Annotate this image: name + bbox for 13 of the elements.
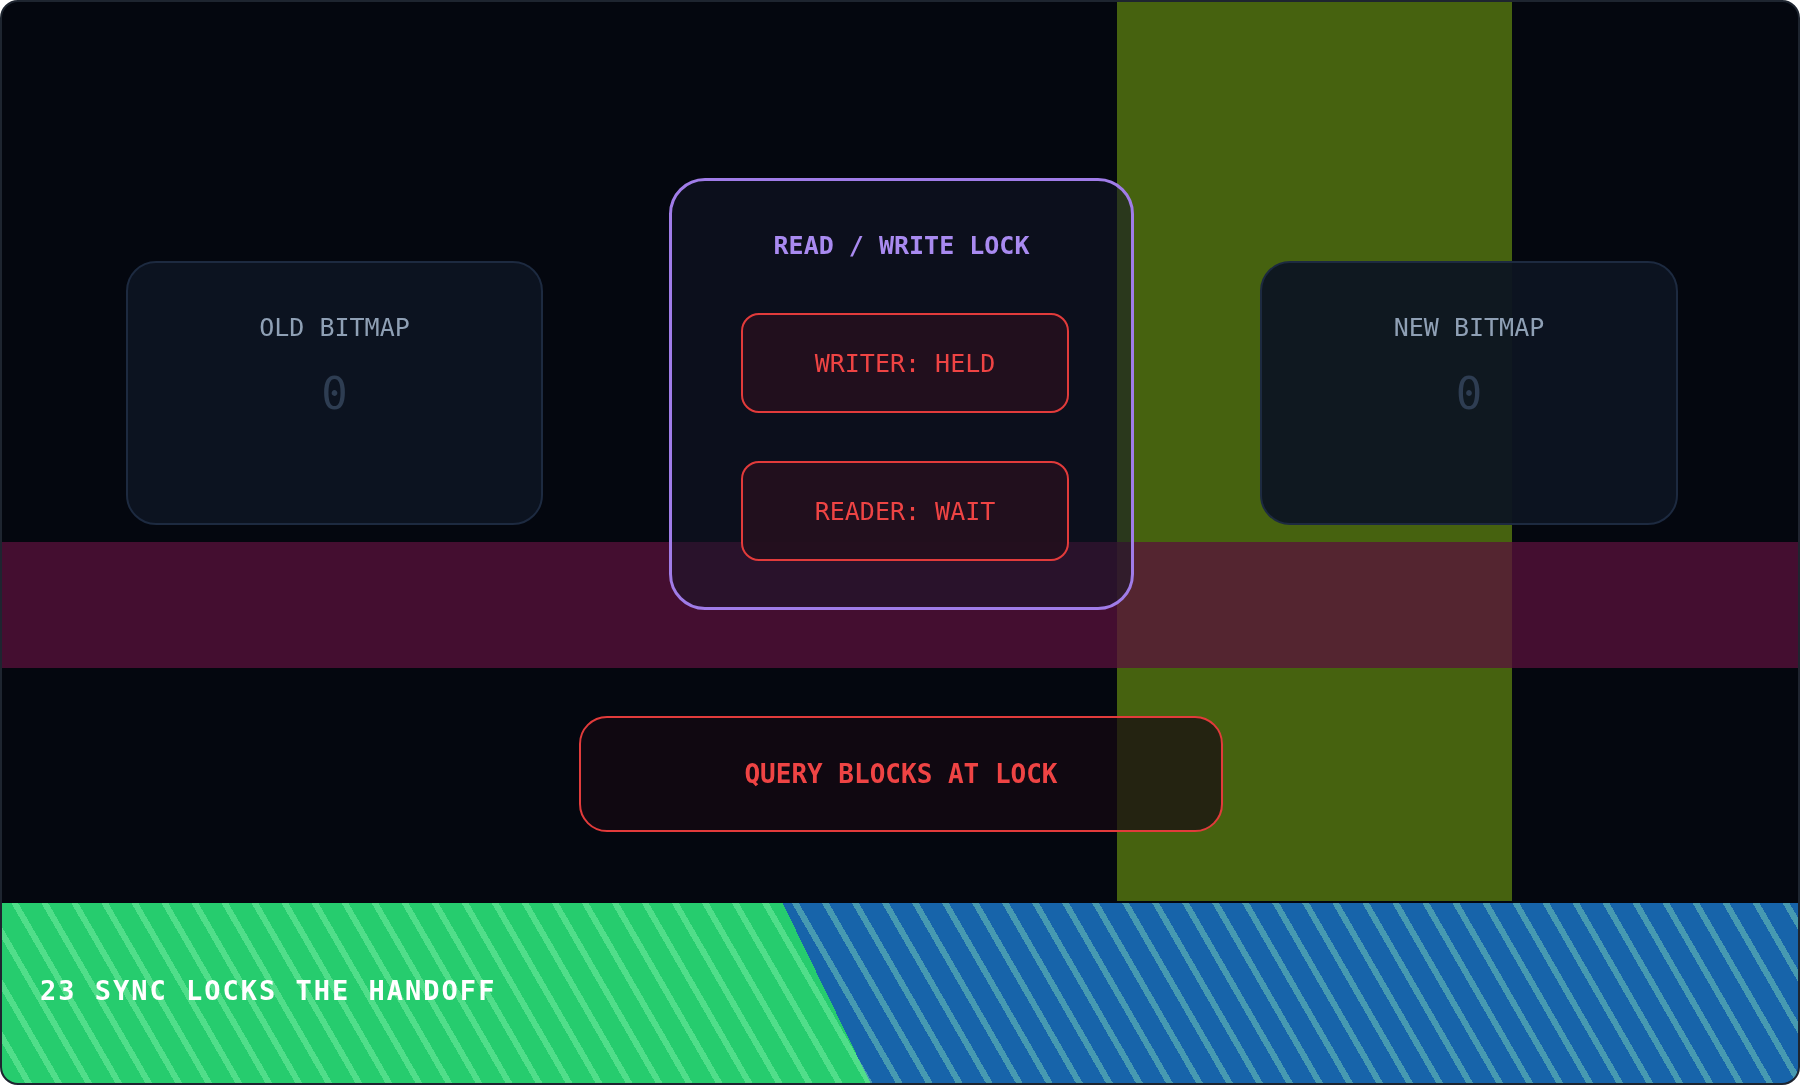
alert-box <box>579 716 1223 832</box>
alert-text: QUERY BLOCKS AT LOCK <box>744 759 1058 789</box>
state-box <box>741 461 1069 561</box>
group-title: READ / WRITE LOCK <box>773 231 1030 260</box>
card-title: OLD BITMAP <box>259 313 410 342</box>
caption-text: 23 SYNC LOCKS THE HANDOFF <box>40 975 497 1006</box>
state-label: WRITER: HELD <box>814 348 996 378</box>
state-label: READER: WAIT <box>814 496 996 526</box>
lock-group <box>669 178 1134 610</box>
state-box <box>741 313 1069 413</box>
bitmap-card <box>1260 261 1678 525</box>
card-title: NEW BITMAP <box>1393 313 1545 342</box>
bitmap-card <box>126 261 543 525</box>
